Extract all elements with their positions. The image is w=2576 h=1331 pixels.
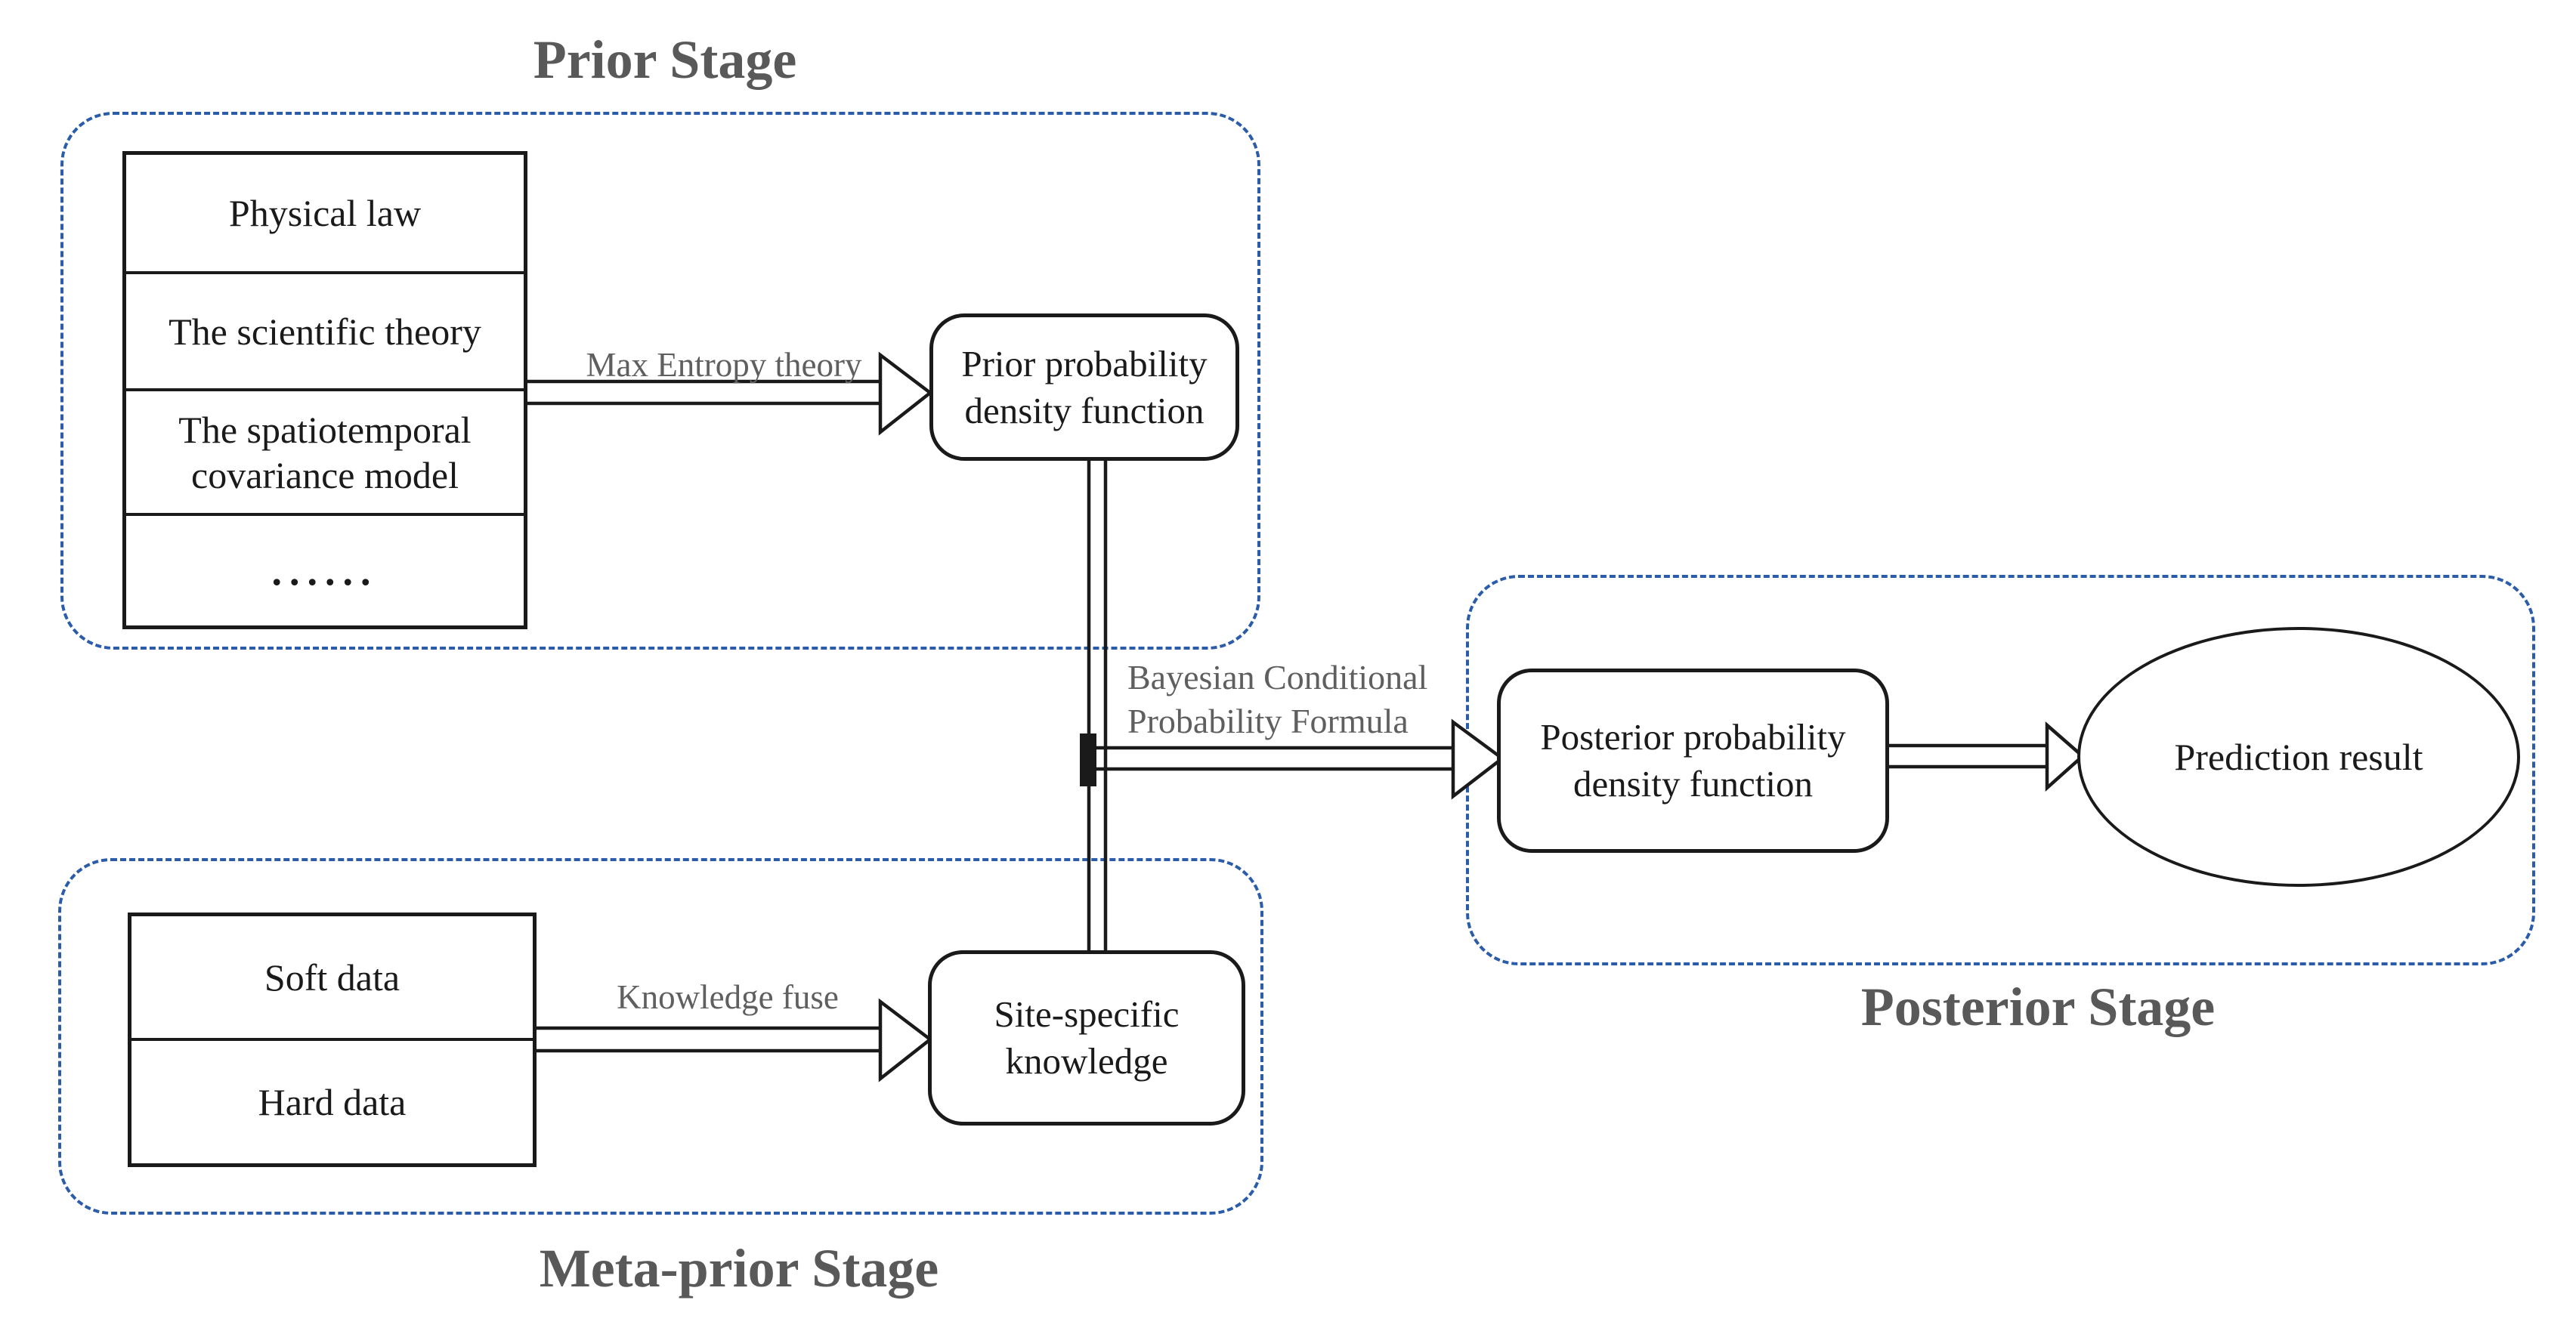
knowledge-fuse-label: Knowledge fuse [617, 978, 839, 1016]
max-entropy-arrow [527, 351, 933, 436]
junction-marker [1080, 733, 1096, 786]
prior-stage-region [60, 112, 1260, 650]
site-data-table: Soft data Hard data [128, 913, 537, 1167]
table-row-physical-law: Physical law [126, 155, 524, 274]
prior-pdf-node: Prior probability density function [929, 313, 1239, 461]
prior-stage-title: Prior Stage [533, 29, 797, 90]
site-knowledge-node: Site-specific knowledge [928, 950, 1245, 1126]
table-row-scientific-theory: The scientific theory [126, 274, 524, 391]
meta-prior-stage-region [58, 858, 1263, 1215]
prediction-result-node: Prediction result [2077, 627, 2520, 887]
knowledge-fuse-arrow [537, 998, 933, 1082]
general-knowledge-table: Physical law The scientific theory The s… [122, 151, 527, 629]
bayesian-formula-label: Bayesian Conditional Probability Formula [1127, 658, 1428, 740]
meta-prior-stage-title: Meta-prior Stage [539, 1238, 939, 1299]
prediction-arrow [1889, 721, 2086, 792]
posterior-stage-title: Posterior Stage [1860, 977, 2216, 1037]
prior-site-link [1087, 458, 1108, 956]
posterior-pdf-node: Posterior probability density function [1497, 669, 1889, 853]
max-entropy-label: Max Entropy theory [586, 346, 862, 384]
table-row-soft-data: Soft data [131, 916, 533, 1041]
table-row-ellipsis: ...... [271, 548, 379, 594]
bayesian-arrow [1093, 718, 1505, 800]
table-row-hard-data: Hard data [258, 1081, 407, 1123]
table-row-covariance-model: The spatiotemporal covariance model [126, 391, 524, 516]
